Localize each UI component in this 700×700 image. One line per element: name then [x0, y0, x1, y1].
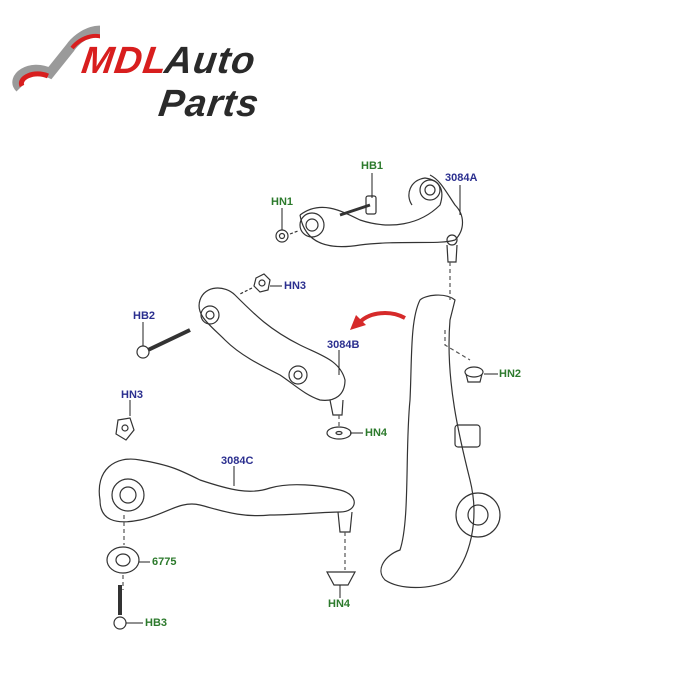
nut-hn1 [275, 229, 299, 243]
label-6775: 6775 [152, 556, 177, 568]
label-hn4-bottom: HN4 [328, 598, 351, 610]
bolt-hb2 [136, 328, 191, 359]
label-hn4-mid: HN4 [365, 427, 388, 439]
bolt-hb3 [113, 585, 127, 630]
label-hn3-top: HN3 [284, 280, 307, 292]
red-direction-arrow [350, 311, 406, 330]
nut-hn2 [464, 366, 484, 383]
leader-lines [126, 173, 498, 624]
label-3084c: 3084C [221, 455, 254, 467]
label-hb1: HB1 [361, 160, 384, 172]
washer-hn4-bottom [325, 571, 357, 586]
label-3084a: 3084A [445, 172, 478, 184]
label-hb2: HB2 [133, 310, 156, 322]
bushing-6775 [106, 546, 140, 574]
label-hb3: HB3 [145, 617, 168, 629]
nut-hn3-top [239, 273, 271, 295]
steering-knuckle [380, 294, 501, 589]
label-3084b: 3084B [327, 339, 360, 351]
nut-hn3-left [115, 417, 135, 441]
lower-arm-3084b [198, 287, 346, 416]
lower-arm-3084c [98, 458, 355, 533]
brand-logo: MDL Auto Parts [10, 18, 360, 125]
label-hn2: HN2 [499, 368, 522, 380]
infinity-swoosh-icon [12, 25, 100, 92]
bolt-hb1 [339, 195, 377, 217]
upper-control-arm-3084a [299, 174, 464, 263]
label-hn1: HN1 [271, 196, 294, 208]
assembly-lines [122, 262, 471, 590]
washer-hn4-mid [326, 426, 352, 440]
label-hn3-left: HN3 [121, 389, 144, 401]
